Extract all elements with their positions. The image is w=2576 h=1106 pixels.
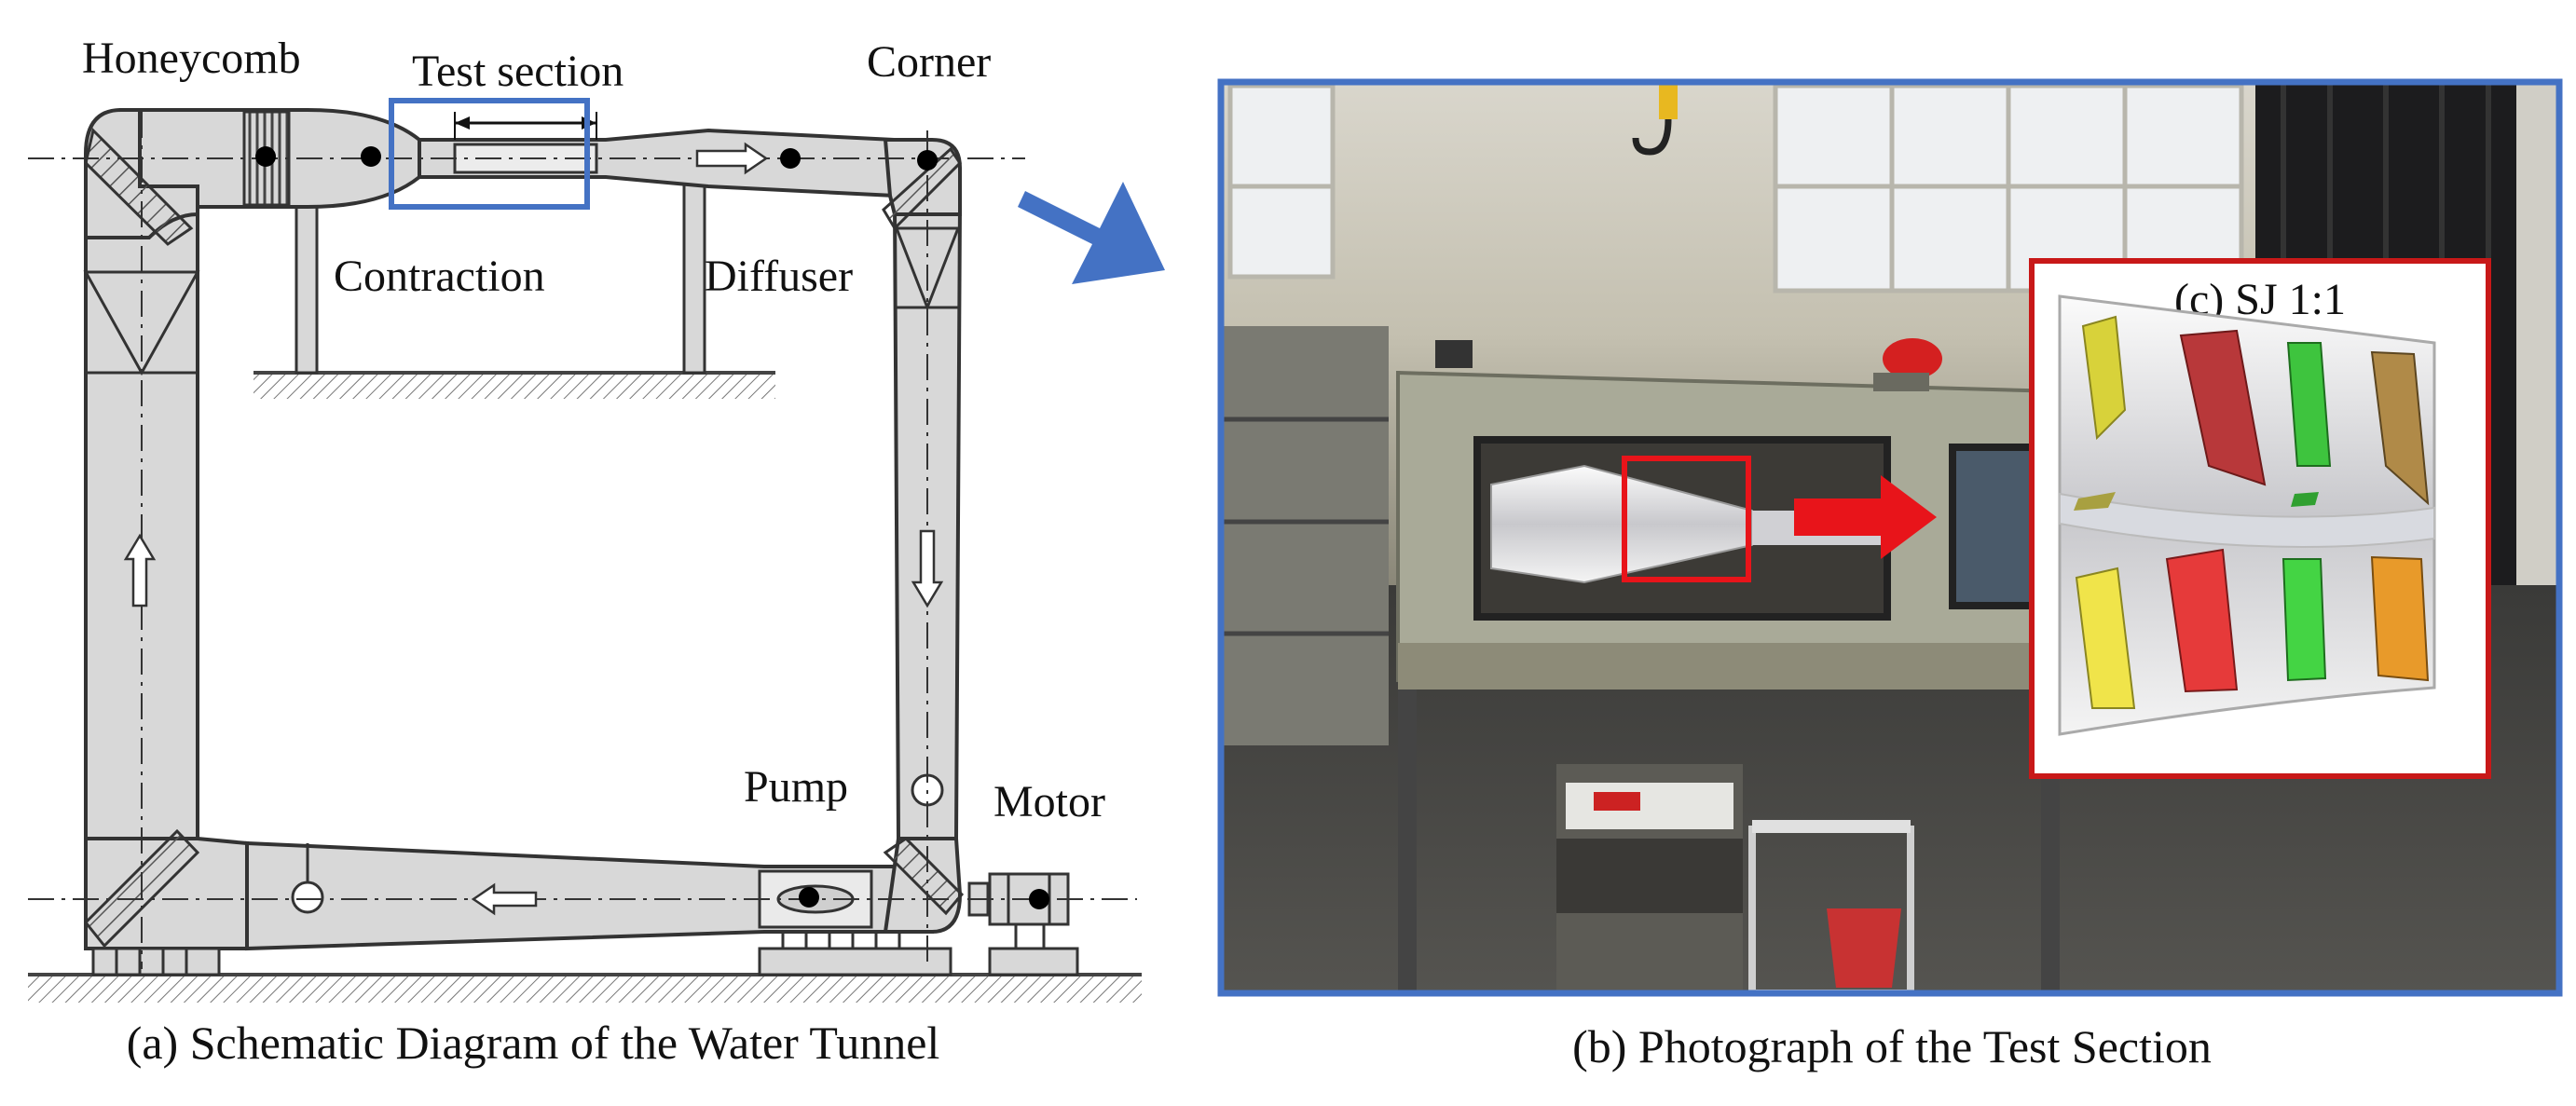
- ground-hatch-bottom: [28, 975, 1142, 1003]
- pump-marker: [799, 887, 819, 908]
- contraction-marker: [361, 146, 381, 167]
- test-section-label: Test section: [412, 47, 623, 96]
- inset-sj-model: (c) SJ 1:1: [2029, 258, 2491, 779]
- ground-hatch-top: [253, 373, 775, 399]
- contraction-label: Contraction: [334, 252, 545, 301]
- motor-marker: [1029, 889, 1049, 909]
- model-highlight-box: [1622, 456, 1751, 582]
- caption-b: (b) Photograph of the Test Section: [1572, 1020, 2212, 1072]
- motor-label: Motor: [993, 777, 1105, 826]
- transition-arrow: [1018, 182, 1165, 284]
- diffuser-marker: [780, 148, 801, 169]
- test-section-highlight-box: [389, 98, 590, 210]
- zoom-arrow: [1794, 475, 1937, 559]
- water-tunnel-schematic: Honeycomb Test section Corner Contractio…: [28, 34, 1142, 1069]
- caption-a: (a) Schematic Diagram of the Water Tunne…: [127, 1017, 940, 1069]
- honeycomb-label: Honeycomb: [82, 34, 301, 83]
- upper-blades: [2081, 315, 2430, 506]
- photo-frame: [1217, 78, 2563, 997]
- honeycomb-marker: [255, 146, 276, 167]
- pump-label: Pump: [744, 762, 848, 812]
- corner-label: Corner: [867, 37, 991, 87]
- corner-marker: [917, 150, 938, 171]
- lower-blades: [2075, 548, 2430, 709]
- diffuser-label: Diffuser: [705, 252, 853, 301]
